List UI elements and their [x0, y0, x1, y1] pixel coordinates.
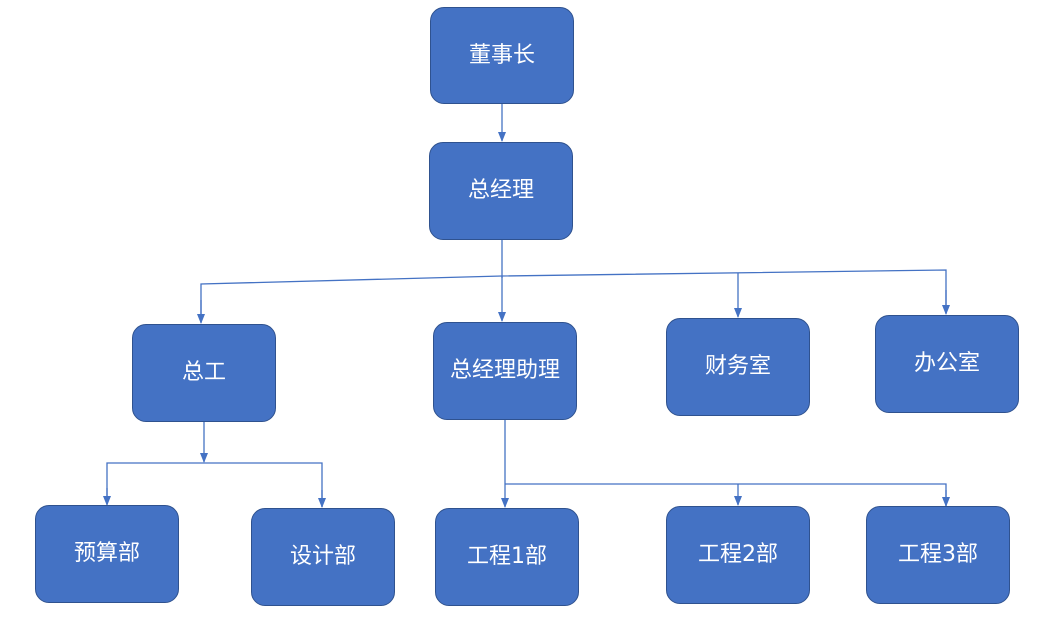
node-budget: 预算部: [35, 505, 179, 603]
node-label: 财务室: [704, 354, 771, 379]
node-gm-assistant: 总经理助理: [433, 322, 577, 420]
node-gm: 总经理: [429, 142, 573, 240]
node-chairman: 董事长: [430, 7, 574, 104]
node-label: 董事长: [468, 42, 535, 68]
node-design: 设计部: [251, 508, 395, 606]
connector-chief-bus: [106, 462, 323, 507]
node-office: 办公室: [875, 315, 1019, 413]
connector-assistant-bus: [505, 483, 947, 506]
node-finance: 财务室: [666, 318, 810, 416]
node-label: 工程1部: [467, 544, 547, 569]
node-chief-engineer: 总工: [132, 324, 276, 422]
node-eng1: 工程1部: [435, 508, 579, 606]
node-label: 总经理助理: [449, 358, 560, 383]
node-label: 工程3部: [898, 542, 978, 567]
node-eng3: 工程3部: [866, 506, 1010, 604]
node-label: 总经理: [467, 178, 534, 203]
node-label: 总工: [181, 360, 226, 385]
connector-gm-bus: [200, 269, 947, 322]
node-label: 工程2部: [698, 542, 778, 567]
node-label: 办公室: [913, 351, 980, 376]
node-label: 设计部: [289, 544, 356, 569]
node-label: 预算部: [73, 541, 140, 566]
node-eng2: 工程2部: [666, 506, 810, 604]
